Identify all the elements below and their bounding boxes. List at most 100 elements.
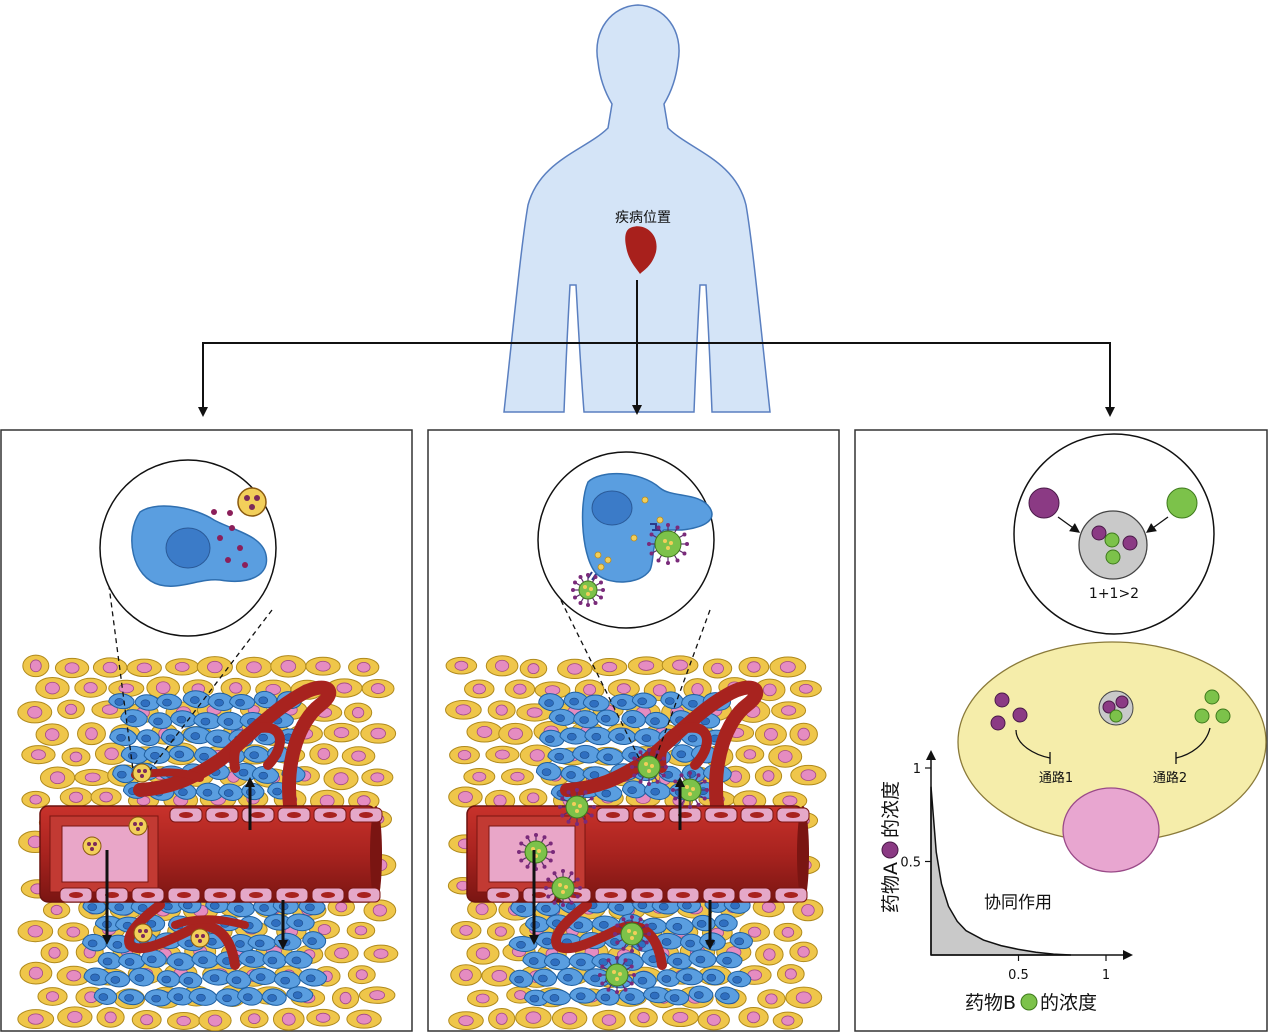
tumor-nucleus: [271, 919, 281, 927]
tumor-nucleus: [178, 788, 188, 796]
stroma-nucleus: [510, 771, 525, 782]
tumor-nucleus: [212, 735, 223, 744]
tumor-nucleus: [550, 958, 560, 967]
stroma-nucleus: [46, 991, 60, 1002]
tumor-nucleus: [255, 973, 266, 981]
tumor-nucleus: [658, 902, 669, 911]
stroma-nucleus: [48, 946, 61, 959]
tumor-nucleus: [200, 717, 211, 726]
tumor-nucleus: [573, 921, 584, 930]
stroma-nucleus: [747, 661, 761, 673]
tumor-nucleus: [579, 751, 590, 759]
stroma-nucleus: [472, 683, 486, 695]
tumor-nucleus: [150, 751, 160, 760]
stroma-nucleus: [49, 771, 66, 785]
pathway1-label: 通路1: [1039, 770, 1073, 786]
stroma-nucleus: [638, 660, 655, 671]
tumor-nucleus: [280, 976, 290, 985]
stroma-nucleus: [45, 728, 60, 741]
stroma-nucleus: [317, 924, 332, 935]
endothelial-nucleus: [496, 892, 510, 898]
stroma-nucleus: [207, 660, 223, 674]
tumor-nucleus: [305, 903, 315, 912]
stroma-nucleus: [85, 727, 98, 741]
tumor-nucleus: [732, 976, 742, 984]
body-shape: [503, 4, 771, 413]
x-axis-title: 药物B 的浓度: [965, 992, 1097, 1014]
stroma-nucleus: [782, 795, 798, 807]
tumor-nucleus: [190, 696, 200, 704]
stroma-nucleus: [567, 663, 583, 675]
stroma-nucleus: [29, 794, 42, 805]
stroma-nucleus: [762, 770, 775, 782]
stroma-nucleus: [743, 749, 757, 760]
stroma-nucleus: [742, 794, 757, 807]
tumor-nucleus: [137, 904, 148, 912]
tumor-nucleus: [541, 904, 551, 913]
tumor-nucleus: [719, 919, 729, 928]
endothelial-nucleus: [786, 812, 800, 818]
tumor-nucleus: [617, 698, 627, 707]
stroma-nucleus: [747, 926, 762, 938]
green-particle: [630, 748, 668, 786]
tumor-nucleus: [627, 786, 637, 795]
transport-arrows: [529, 777, 715, 950]
stroma-nucleus: [583, 683, 597, 696]
stroma-nucleus: [494, 926, 507, 937]
tumor-nucleus: [625, 993, 635, 1001]
x-tick-label: 0.5: [1008, 968, 1029, 983]
tumor-nucleus: [114, 698, 125, 706]
tumor-nucleus: [267, 994, 277, 1002]
tumor-nucleus: [127, 751, 138, 760]
green-particle: [598, 956, 636, 994]
tumor-nucleus: [153, 717, 163, 726]
tumor-nucleus: [162, 698, 172, 707]
tumor-nucleus: [209, 974, 220, 982]
tumor-nucleus: [598, 958, 609, 966]
stroma-nucleus: [140, 1014, 154, 1026]
stroma-nucleus: [691, 683, 704, 696]
stroma-nucleus: [457, 750, 472, 761]
stroma-nucleus: [495, 1012, 508, 1025]
tumor-nucleus: [734, 937, 744, 946]
stroma-nucleus: [280, 660, 297, 673]
green-particle-zoom: [571, 523, 689, 607]
endothelial-nucleus: [748, 892, 762, 898]
stroma-nucleus: [354, 925, 368, 936]
stroma-nucleus: [334, 947, 349, 959]
tumor-nucleus: [514, 975, 524, 984]
panel-3-content: 1+1>2 通路1 通路2: [880, 433, 1267, 1014]
tumor-nucleus: [90, 973, 100, 982]
tumor-nucleus: [291, 956, 302, 965]
tumor-nucleus: [601, 789, 612, 798]
tumor-nucleus: [661, 938, 672, 946]
tumor-nucleus: [637, 697, 648, 706]
stroma-nucleus: [315, 1012, 331, 1023]
green-particle: [544, 869, 582, 907]
tumor-nucleus: [235, 940, 245, 948]
tumor-nucleus: [538, 974, 548, 983]
green-particle: [613, 915, 651, 953]
stroma-nucleus: [765, 993, 778, 1005]
stroma-nucleus: [370, 683, 386, 694]
transport-arrows: [102, 777, 288, 950]
y-axis-title: 药物A 的浓度: [880, 781, 902, 913]
y-tick-label: 1: [913, 762, 921, 777]
tumor-nucleus: [176, 715, 187, 724]
stroma-nucleus: [475, 903, 489, 916]
tumor-nucleus: [124, 994, 134, 1002]
y-axis-title-suffix: 的浓度: [880, 781, 902, 838]
tumor-nucleus: [589, 771, 600, 779]
zoom-circle-2: [537, 451, 715, 629]
stroma-nucleus: [454, 660, 469, 671]
tumor-nucleus: [575, 992, 586, 1001]
inhibition-arrows: [1015, 727, 1211, 764]
endothelial-nucleus: [676, 892, 690, 898]
endothelial-nucleus: [141, 892, 155, 898]
tumor-nucleus: [112, 941, 123, 949]
tumor-nucleus: [258, 771, 269, 780]
drug-b-group: [1194, 689, 1231, 724]
tumor-nucleus: [258, 733, 268, 742]
disease-organ: [625, 226, 657, 274]
